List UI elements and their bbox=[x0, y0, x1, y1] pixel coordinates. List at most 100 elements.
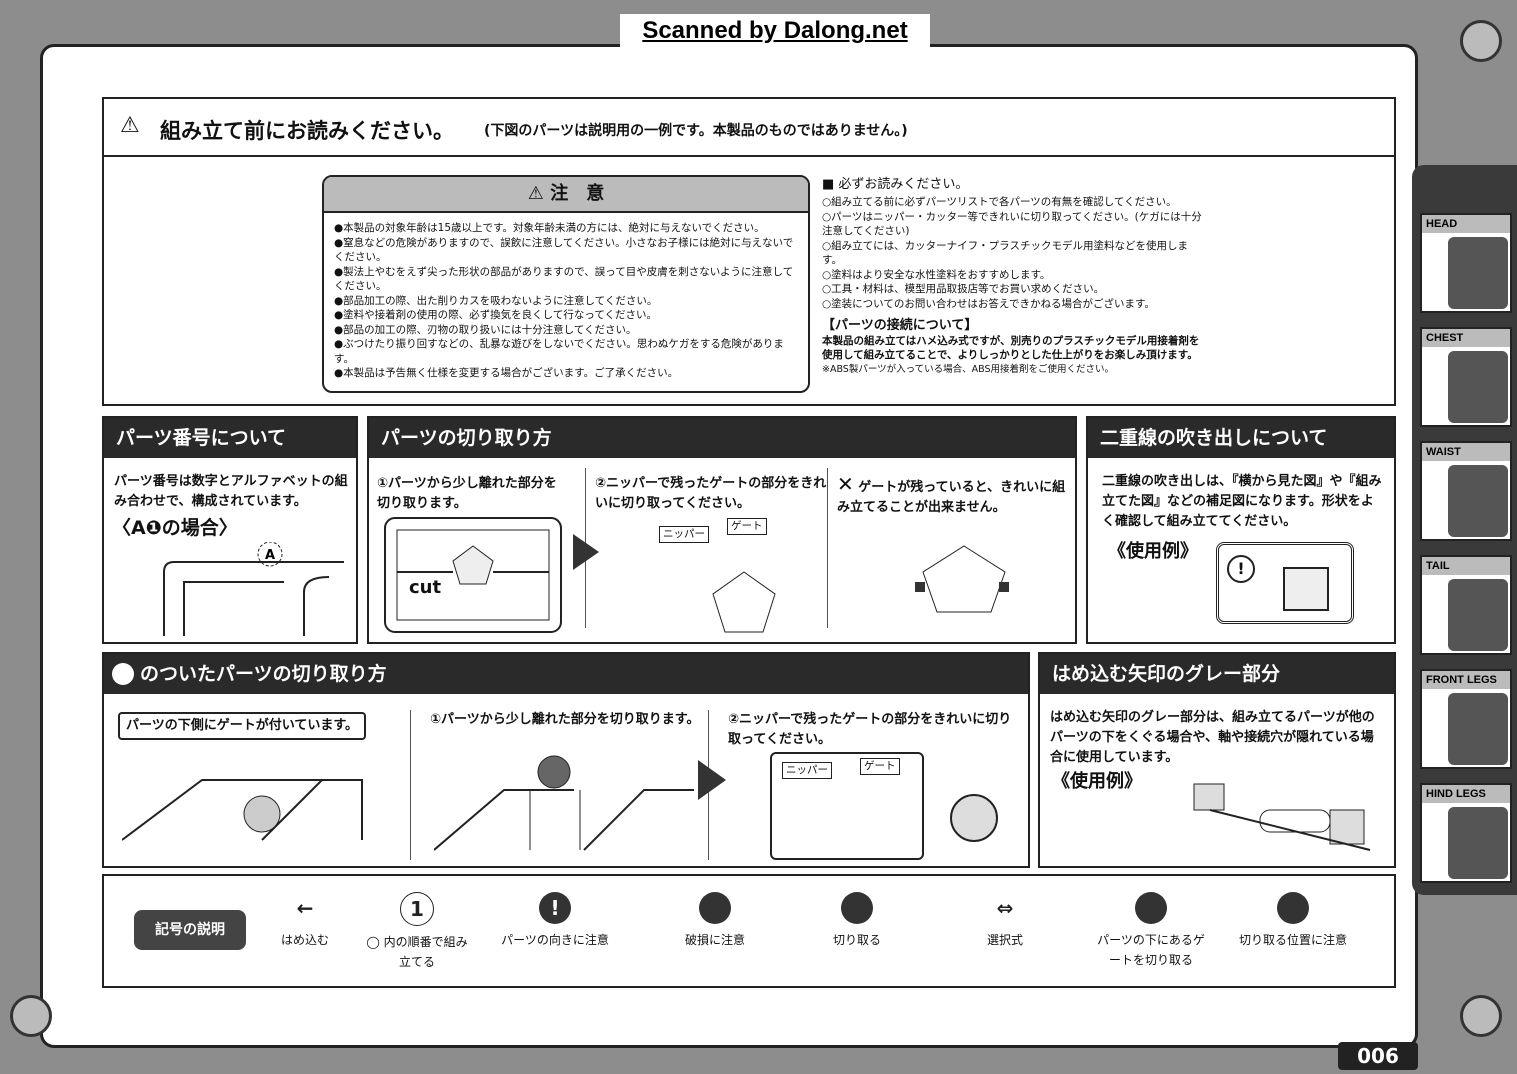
connection-text: 本製品の組み立てはハメ込み式ですが、別売りのプラスチックモデル用接着剤を使用して… bbox=[822, 334, 1200, 362]
caution-item: ●窒息などの危険がありますので、誤飲に注意してください。小さなお子様には絶対に与… bbox=[334, 236, 794, 264]
tab-hind-legs[interactable]: HIND LEGS bbox=[1420, 783, 1512, 883]
caution-list: ●本製品の対象年齢は15歳以上です。対象年齢未満の方には、絶対に与えないでくださ… bbox=[334, 221, 798, 381]
under-gate-step-1: ①パーツから少し離れた部分を切り取ります。 bbox=[430, 712, 700, 727]
caution-title: 注 意 bbox=[550, 183, 605, 204]
head-icon bbox=[1448, 237, 1508, 309]
cut-position-icon bbox=[1277, 892, 1309, 924]
grey-arrow-panel: はめ込む矢印のグレー部分 はめ込む矢印のグレー部分は、組み立てるパーツが他のパー… bbox=[1038, 652, 1396, 868]
pentagon-part-gate-icon bbox=[915, 545, 1009, 613]
number-hexagon-icon: 1 bbox=[400, 892, 434, 926]
tab-front-legs[interactable]: FRONT LEGS bbox=[1420, 669, 1512, 769]
legend-item: 切り取る位置に注意 bbox=[1238, 892, 1348, 950]
legend-item: パーツの下にあるゲートを切り取る bbox=[1096, 892, 1206, 970]
part-block-icon bbox=[1283, 567, 1329, 611]
gate-label: ゲート bbox=[860, 758, 900, 775]
part-number-title: パーツ番号について bbox=[104, 418, 356, 458]
tab-tail[interactable]: TAIL bbox=[1420, 555, 1512, 655]
chest-icon bbox=[1448, 351, 1508, 423]
cutting-step-1: ①パーツから少し離れた部分を切り取ります。 bbox=[377, 476, 557, 511]
must-read-item: ○塗料はより安全な水性塗料をおすすめします。 bbox=[822, 268, 1051, 281]
watermark: Scanned by Dalong.net bbox=[620, 14, 930, 48]
hind-legs-icon bbox=[1448, 807, 1508, 879]
intro-note: (下図のパーツは説明用の一例です。本製品のものではありません。) bbox=[484, 123, 908, 139]
caution-item: ●部品の加工の際、刃物の取り扱いには十分注意してください。 bbox=[334, 323, 637, 336]
double-line-panel: 二重線の吹き出しについて 二重線の吹き出しは、『横から見た図』や『組み立てた図』… bbox=[1086, 416, 1396, 644]
sprue-cut-icon bbox=[434, 755, 694, 851]
round-part-icon bbox=[950, 794, 998, 842]
under-gate-title: のついたパーツの切り取り方 bbox=[104, 654, 1028, 694]
nipper-icon bbox=[841, 892, 873, 924]
caution-box: ⚠ 注 意 ●本製品の対象年齢は15歳以上です。対象年齢未満の方には、絶対に与え… bbox=[322, 175, 810, 393]
cutting-step-3: ゲートが残っていると、きれいに組み立てることが出来ません。 bbox=[837, 480, 1066, 515]
legend-item: 1◯ 内の順番で組み立てる bbox=[362, 892, 472, 972]
legend-title: 記号の説明 bbox=[134, 910, 246, 950]
must-read-item: ○組み立てる前に必ずパーツリストで各パーツの有無を確認してください。 bbox=[822, 196, 1177, 208]
double-line-title: 二重線の吹き出しについて bbox=[1088, 418, 1394, 458]
part-number-panel: パーツ番号について パーツ番号は数字とアルファベットの組み合わせで、構成されてい… bbox=[102, 416, 358, 644]
caution-item: ●製法上やむをえず尖った形状の部品がありますので、誤って目や皮膚を刺さないように… bbox=[334, 265, 794, 293]
sprue-diagram-icon: A bbox=[163, 542, 344, 636]
exclamation-icon: ! bbox=[1227, 555, 1255, 583]
intro-panel: ⚠ 組み立て前にお読みください。 (下図のパーツは説明用の一例です。本製品のもの… bbox=[102, 97, 1396, 406]
cutting-title: パーツの切り取り方 bbox=[369, 418, 1075, 458]
tab-chest[interactable]: CHEST bbox=[1420, 327, 1512, 427]
caution-item: ●塗料や接着剤の使用の際、必ず換気を良くして行なってください。 bbox=[334, 309, 658, 321]
legend-item: !パーツの向きに注意 bbox=[500, 892, 610, 950]
cutting-panel: パーツの切り取り方 ①パーツから少し離れた部分を切り取ります。 ②ニッパーで残っ… bbox=[367, 416, 1077, 644]
corner-bolt-icon bbox=[10, 995, 52, 1037]
tab-head[interactable]: HEAD bbox=[1420, 213, 1512, 313]
front-legs-icon bbox=[1448, 693, 1508, 765]
assembly-diagram-icon bbox=[1193, 783, 1371, 851]
corner-bolt-icon bbox=[1460, 995, 1502, 1037]
double-line-example: 《使用例》 bbox=[1108, 541, 1198, 562]
legend-item: 破損に注意 bbox=[660, 892, 770, 950]
grey-arrow-text: はめ込む矢印のグレー部分は、組み立てるパーツが他のパーツの下をくぐる場合や、軸や… bbox=[1050, 710, 1375, 765]
connection-note: ※ABS製パーツが入っている場合、ABS用接着剤をご使用ください。 bbox=[822, 363, 1115, 375]
must-read-item: ○工具・材料は、模型用品取扱店等でお買い求めください。 bbox=[822, 283, 1105, 295]
double-line-text: 二重線の吹き出しは、『横から見た図』や『組み立てた図』などの補足図になります。形… bbox=[1102, 474, 1382, 529]
tab-waist[interactable]: WAIST bbox=[1420, 441, 1512, 541]
under-gate-icon bbox=[1135, 892, 1167, 924]
caution-item: ●ぶつけたり振り回すなどの、乱暴な遊びをしないでください。思わぬケガをする危険が… bbox=[334, 338, 784, 365]
legend-item: 切り取る bbox=[802, 892, 912, 950]
exclamation-icon: ! bbox=[539, 892, 571, 924]
must-read: ■ 必ずお読みください。 ○組み立てる前に必ずパーツリストで各パーツの有無を確認… bbox=[822, 175, 1202, 377]
arrow-right-icon bbox=[698, 760, 726, 800]
part-number-text: パーツ番号は数字とアルファベットの組み合わせで、構成されています。 bbox=[114, 474, 348, 509]
page-number: 006 bbox=[1338, 1042, 1418, 1070]
part-number-example: 〈A❶の場合〉 bbox=[112, 517, 238, 539]
warning-triangle-icon: ⚠ bbox=[120, 113, 140, 138]
caution-item: ●部品加工の際、出た削りカスを吸わないように注意してください。 bbox=[334, 294, 658, 307]
waist-icon bbox=[1448, 465, 1508, 537]
nipper-label: ニッパー bbox=[782, 762, 832, 779]
cutting-step-2: ②ニッパーで残ったゲートの部分をきれいに切り取ってください。 bbox=[595, 476, 827, 511]
under-gate-panel: のついたパーツの切り取り方 パーツの下側にゲートが付いています。 ①パーツから少… bbox=[102, 652, 1030, 868]
cut-diagram-icon bbox=[384, 517, 562, 633]
gate-label: ゲート bbox=[727, 518, 767, 535]
cross-mark-icon: ✕ bbox=[837, 472, 854, 496]
warning-triangle-icon: ⚠ bbox=[527, 183, 551, 204]
must-read-item: ○塗装についてのお問い合わせはお答えできかねる場合がございます。 bbox=[822, 297, 1155, 310]
must-read-item: ○組み立てには、カッターナイフ・プラスチックモデル用塗料などを使用します。 bbox=[822, 239, 1188, 267]
cut-label: cut bbox=[409, 577, 442, 598]
connection-title: 【パーツの接続について】 bbox=[822, 318, 978, 333]
corner-bolt-icon bbox=[1460, 20, 1502, 62]
caution-item: ●本製品の対象年齢は15歳以上です。対象年齢未満の方には、絶対に与えないでくださ… bbox=[334, 222, 765, 234]
grey-arrow-example: 《使用例》 bbox=[1052, 771, 1142, 792]
under-gate-callout: パーツの下側にゲートが付いています。 bbox=[118, 712, 367, 740]
arrow-left-icon: ← bbox=[296, 896, 314, 920]
break-icon bbox=[699, 892, 731, 924]
svg-text:A: A bbox=[265, 548, 275, 563]
must-read-title: ■ 必ずお読みください。 bbox=[822, 177, 969, 192]
legend-panel: 記号の説明 bbox=[102, 874, 1396, 988]
tail-icon bbox=[1448, 579, 1508, 651]
intro-header: ⚠ 組み立て前にお読みください。 (下図のパーツは説明用の一例です。本製品のもの… bbox=[104, 99, 1394, 157]
arrow-right-icon bbox=[573, 534, 599, 570]
caution-item: ●本製品は予告無く仕様を変更する場合がございます。ご了承ください。 bbox=[334, 367, 679, 379]
double-line-bubble: ! bbox=[1216, 542, 1354, 624]
pentagon-part-icon bbox=[712, 571, 776, 633]
section-tabs: HEAD CHEST WAIST TAIL FRONT LEGS HIND LE… bbox=[1412, 165, 1517, 895]
under-gate-icon bbox=[112, 663, 134, 685]
intro-title: 組み立て前にお読みください。 bbox=[160, 119, 454, 143]
legend-item: ⇔選択式 bbox=[950, 892, 1060, 950]
